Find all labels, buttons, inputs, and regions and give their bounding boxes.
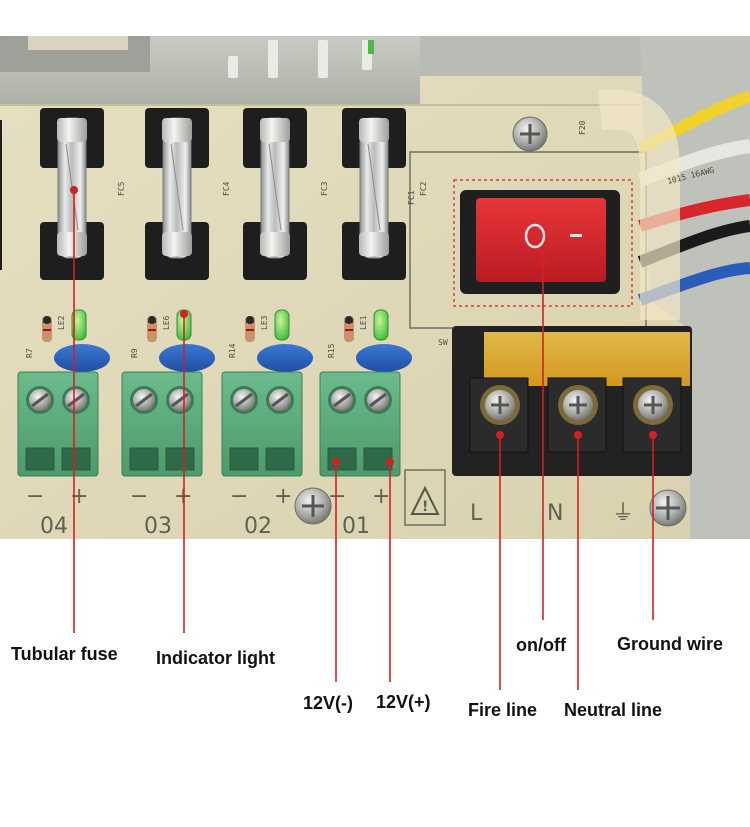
fuse-ref-label: FC5 bbox=[117, 181, 126, 196]
switch-ref-label: SW bbox=[438, 338, 448, 347]
svg-text:!: ! bbox=[422, 499, 428, 515]
callout-lines bbox=[73, 190, 654, 690]
channel-label: − +01 bbox=[328, 484, 390, 539]
mains-wires: 1015 16AWG bbox=[598, 89, 750, 320]
ground-wire-label: Ground wire bbox=[617, 634, 724, 654]
output-terminal-block bbox=[121, 371, 203, 477]
resistor-ref-label: R14 bbox=[228, 343, 237, 358]
resistor-ref-label: R7 bbox=[25, 348, 34, 358]
indicator-led: R15 LE1 bbox=[327, 309, 412, 372]
output-terminal-block bbox=[17, 371, 99, 477]
v-minus-label: 12V(-) bbox=[303, 693, 354, 713]
board-ref-label: F20 bbox=[578, 120, 587, 135]
led-ref-label: LE6 bbox=[162, 315, 171, 330]
mains-terminal-screw-icon bbox=[469, 377, 529, 453]
fc1-label: FC1 bbox=[407, 190, 416, 205]
callout-dots bbox=[70, 186, 657, 466]
channel-label: − +02 bbox=[230, 484, 292, 539]
led-ref-label: LE2 bbox=[57, 315, 66, 330]
off-symbol-icon bbox=[524, 223, 546, 249]
minus-sign: − bbox=[230, 484, 248, 509]
channel-number: 04 bbox=[40, 514, 68, 539]
plus-sign: + bbox=[70, 484, 88, 509]
mains-terminal-labels: L N ⏚ bbox=[470, 501, 634, 526]
on-off-label: on/off bbox=[516, 635, 566, 655]
plus-sign: + bbox=[274, 484, 292, 509]
indicator-light-label: Indicator light bbox=[156, 648, 275, 668]
minus-sign: − bbox=[26, 484, 44, 509]
led-ref-label: LE3 bbox=[260, 315, 269, 330]
tubular-fuse-label: Tubular fuse bbox=[11, 644, 118, 664]
led-ref-label: LE1 bbox=[359, 315, 368, 330]
mains-terminal-block: L N ⏚ bbox=[452, 326, 692, 526]
channel-number: 02 bbox=[244, 514, 272, 539]
v-plus-label: 12V(+) bbox=[376, 692, 431, 712]
power-switch bbox=[453, 179, 633, 307]
neutral-line-label: Neutral line bbox=[564, 700, 663, 720]
terminal-label-l: L bbox=[470, 501, 483, 526]
ground-symbol-icon: ⏚ bbox=[612, 501, 634, 526]
plus-sign: + bbox=[372, 484, 390, 509]
channel-label-row: −+04−+03−+02−+01 bbox=[26, 484, 390, 539]
fuse-row: FC5 FC4 FC3 FC2 bbox=[0, 108, 428, 280]
terminal-label-n: N bbox=[547, 501, 563, 526]
tubular-fuse: FC3 bbox=[243, 108, 329, 280]
output-terminal-block bbox=[221, 371, 303, 477]
minus-sign: − bbox=[328, 484, 346, 509]
fuse-ref-label: FC4 bbox=[222, 181, 231, 196]
tubular-fuse: FC4 bbox=[145, 108, 231, 280]
indicator-led: R9 LE6 bbox=[130, 309, 215, 372]
on-symbol-icon bbox=[570, 234, 582, 237]
output-terminal-block bbox=[319, 371, 401, 477]
mains-terminal-screw-icon bbox=[622, 377, 682, 453]
fuse-ref-label: FC3 bbox=[320, 181, 329, 196]
tubular-fuse: FC2 bbox=[342, 108, 428, 280]
output-terminal-row bbox=[17, 371, 401, 477]
indicator-led: R7 LE2 bbox=[25, 309, 110, 372]
indicator-led: R14 LE3 bbox=[228, 309, 313, 372]
channel-number: 01 bbox=[342, 514, 370, 539]
minus-sign: − bbox=[130, 484, 148, 509]
fuse-ref-label: FC2 bbox=[419, 181, 428, 196]
mains-terminal-screw-icon bbox=[547, 377, 607, 453]
fire-line-label: Fire line bbox=[468, 700, 538, 720]
resistor-ref-label: R9 bbox=[130, 348, 139, 358]
resistor-ref-label: R15 bbox=[327, 343, 336, 358]
channel-number: 03 bbox=[144, 514, 172, 539]
